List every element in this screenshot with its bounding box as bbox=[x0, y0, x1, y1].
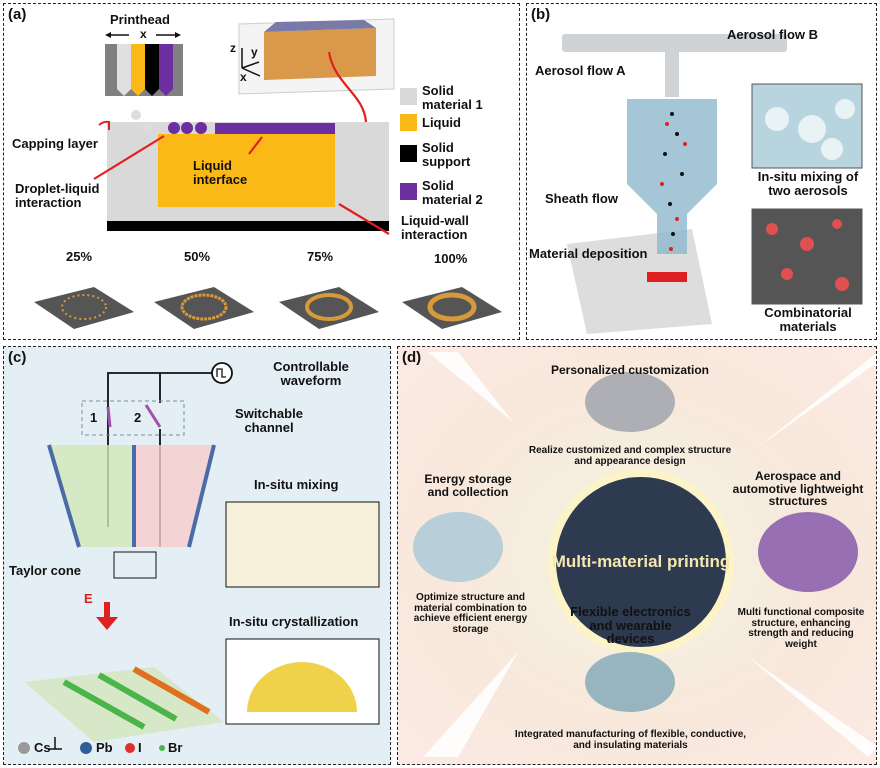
legend-br: Br bbox=[168, 740, 183, 755]
shoe-image bbox=[585, 372, 675, 432]
legend-swatch-solid-1 bbox=[400, 88, 417, 105]
panel-b-label: (b) bbox=[531, 6, 551, 23]
legend-swatch-liquid bbox=[400, 114, 417, 131]
axis-y-label: y bbox=[251, 45, 258, 59]
top-desc: Realize customized and complex structure… bbox=[528, 445, 732, 467]
panel-a-label: (a) bbox=[8, 6, 27, 23]
lattice-image bbox=[758, 512, 858, 592]
panel-b-graphics bbox=[562, 34, 863, 334]
axis-x-label: x bbox=[140, 27, 147, 41]
sheath-flow-label: Sheath flow bbox=[545, 191, 618, 206]
capping-layer-label: Capping layer bbox=[12, 136, 98, 151]
deposit bbox=[647, 272, 687, 282]
legend-pb: Pb bbox=[96, 740, 113, 755]
legend-solid-2: Solid material 2 bbox=[422, 178, 483, 207]
combinatorial-label: Combinatorial materials bbox=[764, 305, 852, 334]
legend-swatch-support bbox=[400, 145, 417, 162]
switch-box bbox=[81, 400, 185, 436]
taylor-cone-label: Taylor cone bbox=[9, 563, 82, 578]
arrow-box bbox=[327, 51, 368, 123]
switchable-channel-label: Switchable channel bbox=[235, 406, 303, 435]
waveform-label: Controllable waveform bbox=[273, 359, 349, 388]
progress-50: 50% bbox=[184, 249, 211, 264]
panel-d: (d) Multi-material printing Personalized… bbox=[397, 346, 877, 765]
center-title: Multi-material printing bbox=[551, 552, 731, 572]
droplet-dome bbox=[247, 662, 357, 712]
bottom-desc: Integrated manufacturing of flexible, co… bbox=[514, 729, 747, 751]
in-situ-mixing-label: In-situ mixing of two aerosols bbox=[757, 169, 859, 198]
panel-a: (a) Printhead x z y x Capping layer Drop… bbox=[3, 3, 520, 340]
battery-image bbox=[413, 512, 503, 582]
channel-1-label: 1 bbox=[90, 410, 98, 425]
panel-a-graphics bbox=[34, 18, 502, 329]
3d-box-icon bbox=[238, 18, 395, 95]
mixing-inset bbox=[225, 501, 380, 588]
in-situ-mixing-label: In-situ mixing bbox=[254, 477, 339, 492]
green-fluid bbox=[49, 445, 134, 547]
field-arrow-icon bbox=[96, 602, 118, 630]
panel-b: (b) Aerosol flow A Aerosol flow B Sheath… bbox=[526, 3, 877, 340]
panel-c: (c) Controllable waveform Switchable cha… bbox=[3, 346, 391, 765]
element-legend bbox=[18, 742, 165, 754]
printhead-icon bbox=[105, 32, 183, 96]
legend-cs: Cs bbox=[34, 740, 51, 755]
aerosol-flow-a-label: Aerosol flow A bbox=[535, 63, 626, 78]
cross-section bbox=[98, 110, 389, 231]
electronics-image bbox=[585, 652, 675, 712]
arrow-wall bbox=[338, 203, 390, 235]
right-title: Aerospace and automotive lightweight str… bbox=[732, 469, 864, 509]
panel-d-graphics bbox=[413, 352, 876, 757]
arrow-droplet bbox=[93, 135, 165, 180]
progress-25: 25% bbox=[66, 249, 93, 264]
liquid-wall-label: Liquid-wall interaction bbox=[401, 213, 469, 242]
field-label: E bbox=[84, 591, 93, 606]
progress-75: 75% bbox=[307, 249, 334, 264]
panel-d-label: (d) bbox=[402, 349, 422, 366]
panel-c-label: (c) bbox=[8, 349, 27, 366]
taylor-cone-box bbox=[113, 551, 157, 579]
nozzle bbox=[627, 99, 717, 254]
crystallization-label: In-situ crystallization bbox=[229, 614, 359, 629]
right-desc: Multi functional composite structure, en… bbox=[737, 607, 865, 650]
channel-2-label: 2 bbox=[134, 410, 142, 425]
substrate bbox=[567, 229, 712, 334]
top-title: Personalized customization bbox=[550, 363, 710, 377]
progress-tiles bbox=[34, 287, 502, 329]
center-circle bbox=[556, 477, 726, 647]
axis-x3d-label: x bbox=[240, 70, 247, 84]
aerosol-flow-b-label: Aerosol flow B bbox=[727, 27, 819, 42]
legend-i: I bbox=[138, 740, 142, 755]
legend-swatch-solid-2 bbox=[400, 183, 417, 200]
liquid-interface-label: Liquid interface bbox=[193, 158, 248, 187]
legend-liquid: Liquid bbox=[422, 115, 461, 130]
left-desc: Optimize structure and material combinat… bbox=[413, 592, 528, 635]
left-title: Energy storage and collection bbox=[424, 472, 512, 499]
panel-c-graphics bbox=[18, 362, 380, 754]
droplet-liquid-label: Droplet-liquid interaction bbox=[15, 181, 100, 210]
legend-solid-support: Solid support bbox=[422, 140, 471, 169]
aerosol-tube bbox=[562, 34, 787, 52]
legend-solid-1: Solid material 1 bbox=[422, 83, 483, 112]
arrow-interface bbox=[248, 136, 263, 155]
axis-z-label: z bbox=[230, 41, 236, 55]
material-deposition-label: Material deposition bbox=[529, 246, 648, 261]
printhead-label: Printhead bbox=[110, 12, 170, 27]
progress-100: 100% bbox=[434, 251, 468, 266]
bottom-title: Flexible electronics and wearable device… bbox=[570, 604, 691, 647]
